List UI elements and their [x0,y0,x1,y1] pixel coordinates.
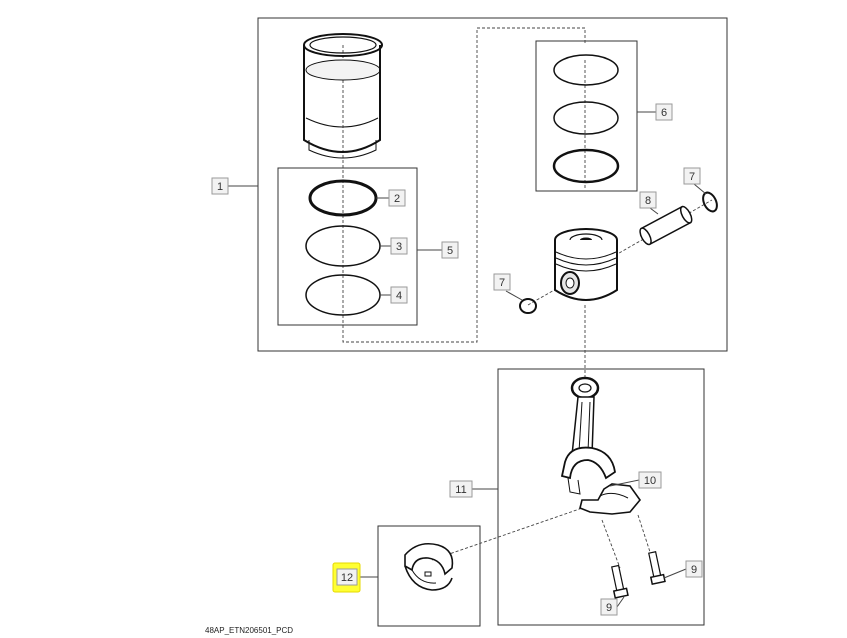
leader-8 [649,207,659,215]
callout-4[interactable]: 4 [396,290,402,302]
callout-3[interactable]: 3 [396,241,402,253]
callout-8[interactable]: 8 [645,195,651,207]
callout-9-right[interactable]: 9 [691,564,697,576]
piston-ring-oil [552,148,620,184]
callout-2[interactable]: 2 [394,193,400,205]
callout-11[interactable]: 11 [455,484,466,496]
callout-9-left[interactable]: 9 [606,602,612,614]
callout-box-7-left [493,273,511,291]
callout-box-7-right [683,167,701,185]
piston-ring-middle [553,101,619,135]
callout-box-9-right [685,560,703,578]
callout-box-8 [639,191,657,209]
callout-box-10 [638,471,662,489]
callout-box-12 [336,568,358,586]
drawing-id: 48AP_ETN206501_PCD [205,626,293,635]
bolt-axis-left [601,519,621,569]
callout-box-5 [441,241,459,259]
piston-ring-top [553,54,619,86]
connecting-rod-cap [579,483,642,515]
leader-10 [609,479,640,487]
bearing-shell [404,542,454,591]
cylinder-liner [303,33,383,159]
leader-9-right [663,568,687,579]
group-box-piston-rings [535,40,638,192]
callout-box-3 [390,237,408,255]
piston [554,228,618,301]
callout-7-right[interactable]: 7 [689,171,695,183]
group-box-bearing [377,525,481,627]
callout-10[interactable]: 10 [644,475,656,487]
callout-5[interactable]: 5 [447,245,453,257]
piston-pin [639,205,693,246]
rod-bolt-right [648,551,666,586]
callout-12[interactable]: 12 [341,572,353,584]
group-box-cylinder-kit [257,17,728,352]
callout-box-9-left [600,598,618,616]
leader-9-left [616,596,625,608]
rod-bolt-left [611,564,629,599]
group-box-seal-rings [277,167,418,326]
callout-7-left[interactable]: 7 [499,277,505,289]
centerline-liner [342,27,586,343]
callout-box-4 [390,286,408,304]
callout-6[interactable]: 6 [661,107,667,119]
callout-box-1 [211,177,229,195]
snap-ring-left [519,298,537,314]
callout-box-2 [388,189,406,207]
leader-7-left [505,290,523,301]
snap-ring-right [702,191,718,213]
leader-7-right [693,183,707,195]
group-box-connecting-rod [497,368,705,626]
callout-1[interactable]: 1 [217,181,223,193]
bolt-axis-right [637,514,651,553]
connecting-rod [560,376,616,495]
callout-box-6 [655,103,673,121]
callout-box-11 [449,480,473,498]
